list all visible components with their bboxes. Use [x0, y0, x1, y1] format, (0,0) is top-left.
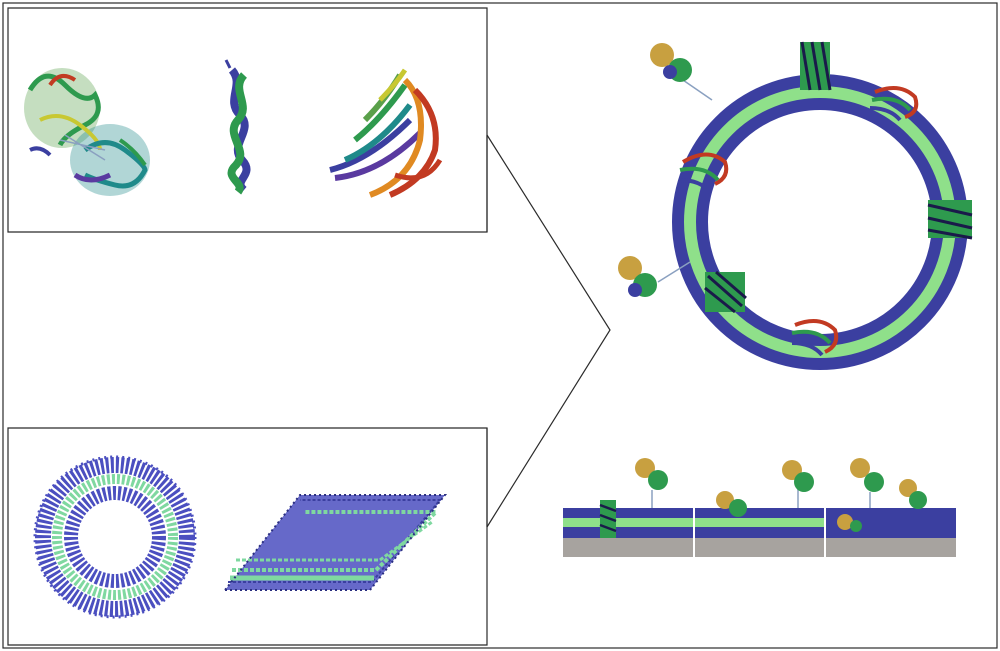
- membrane-helix-bundle: [704, 270, 747, 314]
- bottom-left-frame: [7, 427, 488, 646]
- membrane-helix-bundle: [599, 500, 617, 538]
- membrane-beta-barrel: [791, 319, 839, 357]
- panel-right: [563, 41, 973, 557]
- tethered-globular-protein: [782, 460, 814, 508]
- membrane-beta-barrel: [869, 86, 919, 122]
- tethered-globular-protein: [618, 256, 691, 297]
- panel-top-left: [24, 59, 443, 198]
- arrow-callout-connector: [486, 134, 611, 528]
- protein-beta-barrel: [329, 68, 443, 198]
- supported-bilayer-segments: [563, 458, 956, 557]
- tethered-globular-protein: [716, 491, 747, 517]
- membrane-beta-barrel: [679, 152, 729, 194]
- membrane-helix-bundle: [800, 41, 832, 91]
- vesicle-with-membrane-proteins: [618, 41, 973, 370]
- tethered-globular-protein: [635, 458, 668, 508]
- membrane-helix-bundle: [927, 200, 973, 240]
- panel-bottom-left: [33, 455, 448, 619]
- tethered-globular-protein: [650, 43, 713, 101]
- tethered-globular-protein: [899, 479, 927, 509]
- lipid-bilayer-sheet: [222, 494, 448, 591]
- protein-globular-ribbon: [24, 68, 150, 196]
- protein-coiled-coil-helix: [224, 59, 251, 195]
- tethered-globular-protein: [850, 458, 884, 508]
- membrane-beta-barrel: [837, 514, 862, 532]
- lipid-vesicle-ring: [33, 455, 197, 619]
